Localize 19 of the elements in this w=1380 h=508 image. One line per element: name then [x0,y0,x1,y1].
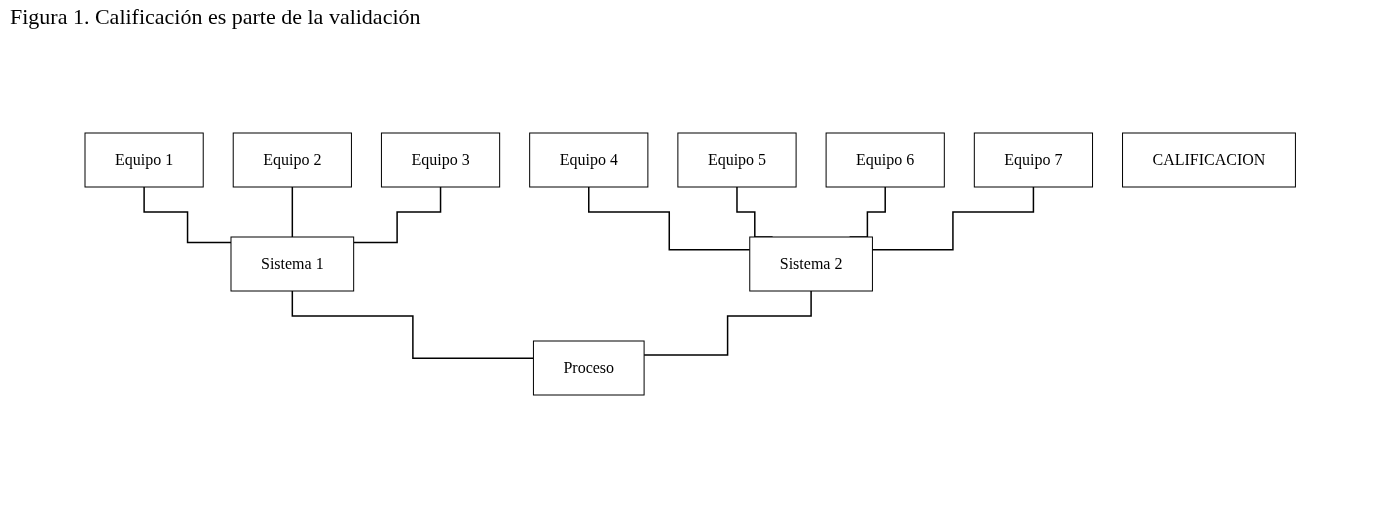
connector [143,186,232,244]
node-box: Equipo 5 [677,132,797,188]
connector [643,290,812,356]
connector [291,290,534,360]
node-box: Proceso [532,340,645,396]
node-box: Equipo 6 [825,132,945,188]
node-box: Equipo 3 [380,132,500,188]
node-box: CALIFICACION [1121,132,1296,188]
node-box: Equipo 7 [973,132,1093,188]
figure-title: Figura 1. Calificación es parte de la validación [10,4,422,30]
node-box: Equipo 4 [528,132,649,188]
connector [291,186,293,238]
node-box: Sistema 1 [230,236,354,292]
connector [871,186,1034,251]
connector [587,186,751,251]
node-box: Equipo 1 [84,132,204,188]
connector [352,186,442,244]
node-box: Sistema 2 [749,236,873,292]
node-box: Equipo 2 [232,132,352,188]
